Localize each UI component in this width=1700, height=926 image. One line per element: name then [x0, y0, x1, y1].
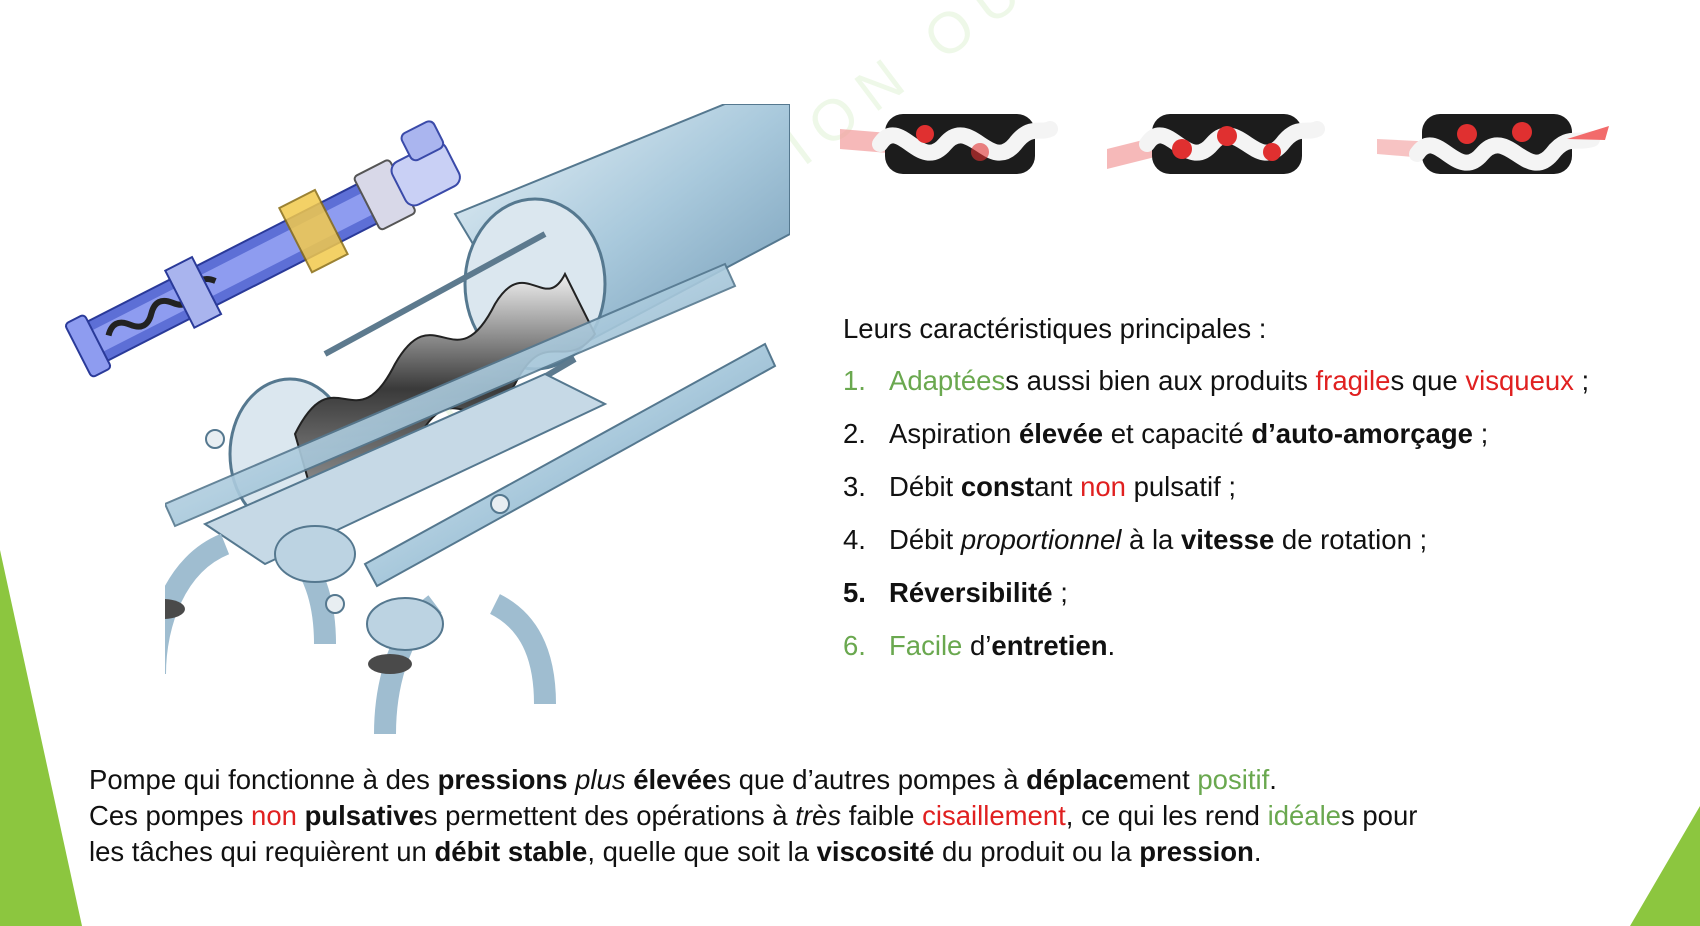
- feature-text-segment: proportionnel: [960, 524, 1122, 555]
- description-segment: viscosité: [816, 836, 935, 867]
- description-segment: s permettent des opérations à: [423, 800, 796, 831]
- feature-text-segment: visqueux: [1465, 365, 1574, 396]
- feature-text-segment: et capacité: [1103, 418, 1252, 449]
- description-segment: élevée: [633, 764, 718, 795]
- feature-text-segment: ;: [1472, 418, 1489, 449]
- description-segment: plus: [575, 764, 626, 795]
- feature-text-segment: .: [1107, 630, 1116, 661]
- description-line: les tâches qui requièrent un débit stabl…: [89, 834, 1649, 870]
- description-segment: très: [795, 800, 842, 831]
- description-segment: débit stable: [434, 836, 588, 867]
- feature-text-segment: Adaptées: [889, 365, 1006, 396]
- feature-number: 4.: [843, 524, 866, 555]
- description-segment: idéale: [1267, 800, 1341, 831]
- feature-item: 6. Facile d’entretien.: [843, 628, 1683, 681]
- features-heading: Leurs caractéristiques principales :: [843, 313, 1267, 344]
- description-segment: .: [1269, 764, 1277, 795]
- feature-text: Adaptéess aussi bien aux produits fragil…: [889, 363, 1589, 416]
- feature-text-segment: d’auto-amorçage: [1251, 418, 1473, 449]
- feature-text-segment: s aussi bien aux produits: [1005, 365, 1316, 396]
- feature-text-segment: const: [960, 471, 1035, 502]
- description-segment: s que d’autres pompes à: [717, 764, 1027, 795]
- description-line: Ces pompes non pulsatives permettent des…: [89, 798, 1649, 834]
- feature-text: Débit proportionnel à la vitesse de rota…: [889, 522, 1427, 575]
- green-corner-right: [1630, 806, 1700, 926]
- feature-text-segment: pulsatif ;: [1125, 471, 1237, 502]
- feature-text-segment: ;: [1052, 577, 1068, 608]
- description-segment: , ce qui les rend: [1065, 800, 1268, 831]
- description-segment: faible: [841, 800, 923, 831]
- feature-number: 6.: [843, 630, 866, 661]
- feature-text-segment: s que: [1390, 365, 1466, 396]
- description-segment: positif: [1197, 764, 1270, 795]
- description-segment: Pompe qui fonctionne à des: [89, 764, 438, 795]
- description-segment: pressions: [437, 764, 568, 795]
- feature-text-segment: entretien: [991, 630, 1108, 661]
- feature-text-segment: ;: [1573, 365, 1590, 396]
- feature-text-segment: d’: [962, 630, 992, 661]
- description-text: Pompe qui fonctionne à des pressions plu…: [89, 762, 1649, 870]
- screw-stage-1-illustration: [840, 114, 1058, 174]
- feature-text: Aspiration élevée et capacité d’auto-amo…: [889, 416, 1488, 469]
- feature-text-segment: Débit: [889, 471, 961, 502]
- pump-cutaway-illustration: [165, 104, 790, 735]
- feature-text-segment: à la: [1121, 524, 1181, 555]
- feature-item: 4. Débit proportionnel à la vitesse de ro…: [843, 522, 1683, 575]
- feature-number: 2.: [843, 418, 866, 449]
- pump-overview-illustration: [64, 120, 461, 378]
- feature-text-segment: Facile: [889, 630, 963, 661]
- feature-text-segment: non: [1080, 471, 1126, 502]
- feature-text: Réversibilité ;: [889, 575, 1068, 628]
- screw-stage-3-illustration: [1377, 114, 1609, 174]
- feature-item: 1. Adaptéess aussi bien aux produits frag…: [843, 363, 1683, 416]
- description-segment: .: [1253, 836, 1262, 867]
- feature-text-segment: fragile: [1315, 365, 1391, 396]
- description-segment: les tâches qui requièrent un: [89, 836, 435, 867]
- feature-text-segment: élevée: [1018, 418, 1104, 449]
- description-segment: [568, 764, 576, 795]
- feature-text-segment: ant: [1034, 471, 1081, 502]
- feature-number: 3.: [843, 471, 866, 502]
- description-segment: pulsative: [304, 800, 424, 831]
- feature-text-segment: vitesse: [1181, 524, 1275, 555]
- description-segment: non: [251, 800, 297, 831]
- feature-text-segment: Réversibilité: [889, 577, 1053, 608]
- feature-item: 2. Aspiration élevée et capacité d’auto-a…: [843, 416, 1683, 469]
- green-corner-left: [0, 550, 82, 926]
- description-segment: ment: [1128, 764, 1198, 795]
- features-panel: Leurs caractéristiques principales : 1. A…: [843, 313, 1683, 681]
- description-segment: du produit ou la: [934, 836, 1140, 867]
- description-segment: Ces pompes: [89, 800, 252, 831]
- description-segment: déplace: [1026, 764, 1129, 795]
- feature-text-segment: Aspiration: [889, 418, 1019, 449]
- features-list: 1. Adaptéess aussi bien aux produits frag…: [843, 363, 1683, 681]
- description-segment: cisaillement: [922, 800, 1066, 831]
- description-segment: [297, 800, 305, 831]
- description-line: Pompe qui fonctionne à des pressions plu…: [89, 762, 1649, 798]
- feature-text-segment: Débit: [889, 524, 961, 555]
- description-segment: , quelle que soit la: [587, 836, 817, 867]
- feature-text: Facile d’entretien.: [889, 628, 1115, 681]
- feature-number: 5.: [843, 577, 866, 608]
- feature-item: 5. Réversibilité ;: [843, 575, 1683, 628]
- description-segment: pression: [1139, 836, 1254, 867]
- screw-stage-2-illustration: [1107, 114, 1325, 174]
- feature-text: Débit constant non pulsatif ;: [889, 469, 1236, 522]
- feature-item: 3. Débit constant non pulsatif ;: [843, 469, 1683, 522]
- description-segment: s pour: [1340, 800, 1418, 831]
- feature-text-segment: de rotation ;: [1274, 524, 1428, 555]
- feature-number: 1.: [843, 365, 866, 396]
